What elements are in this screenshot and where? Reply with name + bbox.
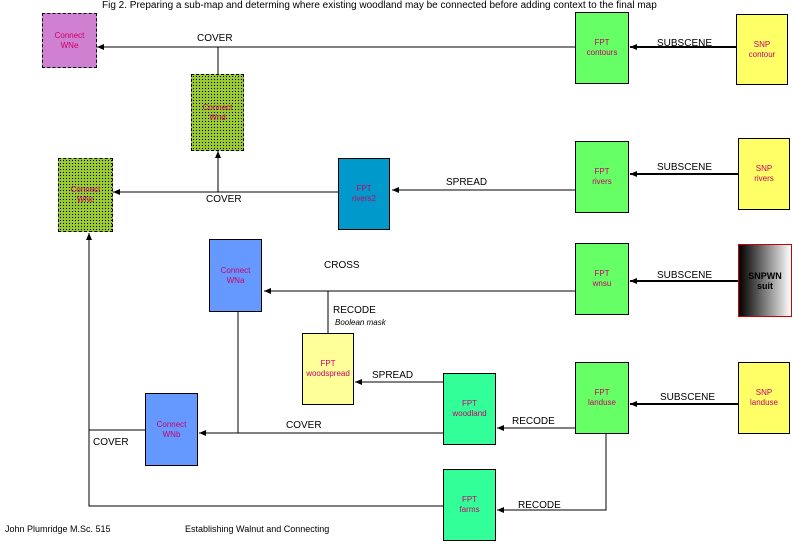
node-line: suit [756,280,773,291]
node-line: rivers2 [351,194,376,203]
node-line: SNP [753,39,771,49]
node-line: Connect [54,30,85,40]
label-recode-farms: RECODE [518,500,561,511]
node-line: FPT [594,167,610,176]
node-line: contours [586,48,618,57]
node-fpt-contours: FPT contours [575,12,629,84]
node-line: WNe [60,40,79,50]
node-line: FPT [461,495,478,504]
node-connect-wnb: Connect WNb [145,393,198,466]
node-snpwn-suit: SNPWN suit [738,244,792,317]
label-recode-woodland: RECODE [512,416,555,427]
label-cover-woodland: COVER [286,420,322,431]
label-cover-left: COVER [93,437,129,448]
node-line: SNP [755,388,773,397]
figure-title: Fig 2. Preparing a sub-map and determing… [102,0,657,11]
node-line: Wnd [209,112,226,122]
label-spread-wood: SPREAD [372,370,414,381]
node-line: farms [459,505,480,514]
node-connect-wnc: Connect WNc [58,158,113,232]
label-boolean-mask: Boolean mask [335,318,386,327]
edge-fpt-landuse-to-fpt-farms [497,434,607,513]
label-subscene-landuse: SUBSCENE [660,392,716,403]
node-line: woodspread [306,369,350,378]
node-fpt-landuse: FPT landuse [575,362,629,434]
node-connect-wnd: Connect Wnd [191,74,244,151]
node-line: SNPWN [748,270,782,281]
node-line: Connect [156,419,187,429]
footer-caption: Establishing Walnut and Connecting [185,524,330,534]
node-line: FPT [594,388,610,397]
node-line: WNa [226,275,245,285]
node-line: WNc [76,195,95,204]
node-line: FPT [461,399,478,408]
node-line: FPT [356,184,372,193]
node-line: Connect [70,185,101,194]
node-line: landuse [749,398,779,407]
node-line: WNb [162,429,181,439]
label-subscene-contour: SUBSCENE [657,38,713,49]
node-fpt-woodland: FPT woodland [443,373,496,445]
node-line: FPT [320,359,336,368]
node-snp-landuse: SNP landuse [738,362,790,434]
node-line: FPT [594,38,610,47]
node-fpt-wnsu: FPT wnsu [575,243,629,315]
label-spread-rivers: SPREAD [446,177,488,188]
label-recode-mask: RECODE [333,305,376,316]
node-line: wnsu [592,279,612,288]
label-cross: CROSS [324,260,360,271]
node-fpt-farms: FPT farms [443,469,496,541]
node-fpt-woodspread: FPT woodspread [302,333,354,405]
node-line: rivers [592,177,612,186]
label-cover-mid: COVER [206,194,242,205]
node-snp-rivers: SNP rivers [738,138,790,210]
node-line: landuse [587,398,617,407]
node-line: woodland [452,409,487,418]
node-fpt-rivers: FPT rivers [575,141,629,213]
label-cover-top: COVER [197,33,233,44]
footer-author: John Plumridge M.Sc. 515 [5,524,111,534]
node-fpt-rivers2: FPT rivers2 [338,158,390,230]
node-line: Connect [220,265,251,275]
node-line: contour [748,49,776,59]
node-snp-contour: SNP contour [736,14,788,85]
node-line: Connect [202,102,233,112]
label-subscene-rivers: SUBSCENE [657,162,713,173]
edge-fpt-farms-to-connect-wnc [86,233,443,507]
node-line: rivers [754,174,774,183]
node-line: FPT [594,269,610,278]
node-connect-wna: Connect WNa [209,239,262,312]
label-subscene-wnsu: SUBSCENE [657,270,713,281]
node-connect-wne-top: Connect WNe [42,13,97,68]
node-line: SNP [755,164,773,173]
